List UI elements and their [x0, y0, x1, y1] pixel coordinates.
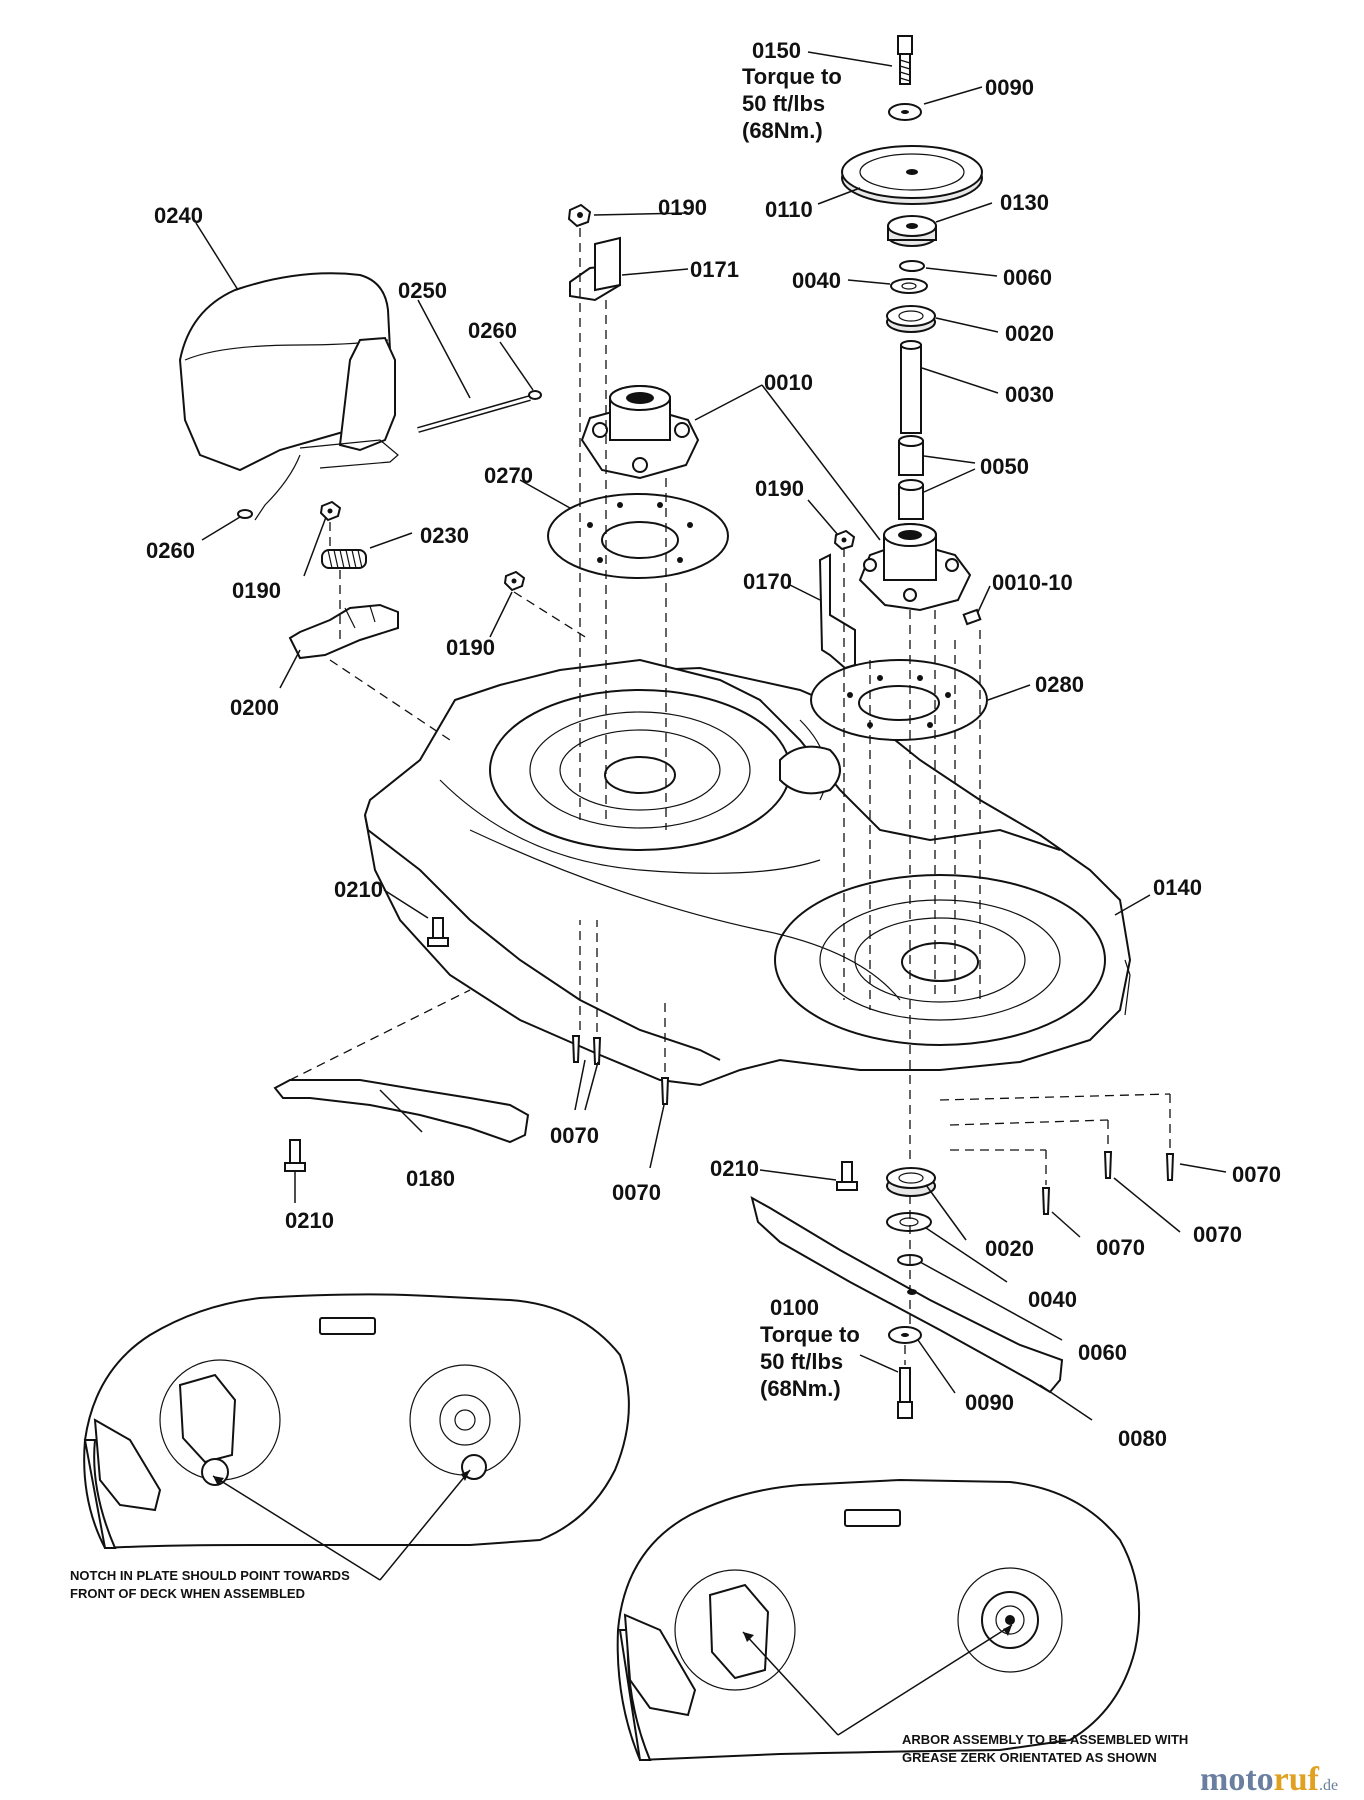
spindle-housing-0010 [580, 385, 700, 480]
label-0070-b: 0070 [612, 1180, 661, 1205]
shaft-0030 [900, 340, 922, 434]
label-0210-c: 0210 [710, 1156, 759, 1181]
label-torque-bottom-2: 50 ft/lbs [760, 1349, 843, 1374]
label-0240: 0240 [154, 203, 203, 228]
label-0270: 0270 [484, 463, 533, 488]
deck-bottom-view-left [83, 1293, 630, 1550]
watermark-logo: motoruf.de [1200, 1761, 1338, 1798]
note-arbor-line-2: GREASE ZERK ORIENTATED AS SHOWN [902, 1750, 1157, 1765]
label-torque-bottom-1: Torque to [760, 1322, 860, 1347]
label-0260-b: 0260 [146, 538, 195, 563]
bolt-0210-right [836, 1161, 858, 1191]
label-0190-d: 0190 [755, 476, 804, 501]
assembly-notes: NOTCH IN PLATE SHOULD POINT TOWARDS FRON… [70, 1568, 1188, 1765]
bearing-0020-top [886, 305, 936, 333]
label-0260-a: 0260 [468, 318, 517, 343]
label-0190-a: 0190 [658, 195, 707, 220]
deck-housing [363, 658, 1132, 1087]
spindle-housing-right [858, 523, 972, 612]
label-0210-b: 0210 [285, 1208, 334, 1233]
screws-0070-left [571, 1035, 670, 1105]
screws-0070-right [1041, 1151, 1175, 1215]
label-0150: 0150 [752, 38, 801, 63]
plate-0280 [810, 659, 988, 741]
label-0050: 0050 [980, 454, 1029, 479]
label-0080: 0080 [1118, 1426, 1167, 1451]
bearing-0020-bottom [886, 1167, 936, 1197]
label-torque-top-3: (68Nm.) [742, 118, 823, 143]
discharge-chute-0240 [178, 272, 399, 521]
label-0020-bottom: 0020 [985, 1236, 1034, 1261]
label-torque-bottom-3: (68Nm.) [760, 1376, 841, 1401]
label-0280: 0280 [1035, 672, 1084, 697]
rod-0250 [417, 395, 531, 433]
bolt-0150 [897, 35, 913, 85]
label-0230: 0230 [420, 523, 469, 548]
label-0030: 0030 [1005, 382, 1054, 407]
ring-0060-top [899, 260, 925, 272]
spacers-0050 [898, 435, 924, 520]
label-0010: 0010 [764, 370, 813, 395]
label-0040-bottom: 0040 [1028, 1287, 1077, 1312]
label-0070-d: 0070 [1193, 1222, 1242, 1247]
label-0200: 0200 [230, 695, 279, 720]
nut-0190-center [503, 570, 526, 592]
label-0190-c: 0190 [446, 635, 495, 660]
label-0060-bottom: 0060 [1078, 1340, 1127, 1365]
label-0090-bottom: 0090 [965, 1390, 1014, 1415]
label-0070-c: 0070 [1096, 1235, 1145, 1260]
label-0130: 0130 [1000, 190, 1049, 215]
label-0020-top: 0020 [1005, 321, 1054, 346]
svg-text:motoruf.de: motoruf.de [1200, 1761, 1338, 1798]
leader-lines [195, 51, 1227, 1736]
note-arbor-line-1: ARBOR ASSEMBLY TO BE ASSEMBLED WITH [902, 1732, 1188, 1747]
plate-0270 [547, 493, 729, 579]
bracket-0200 [288, 603, 399, 660]
bolt-0210-bottom-left [284, 1139, 306, 1172]
assembly-dash-lines [289, 228, 1171, 1365]
label-0040-top: 0040 [792, 268, 841, 293]
spring-0230 [321, 549, 367, 569]
pulley-0110 [841, 145, 983, 205]
label-0190-b: 0190 [232, 578, 281, 603]
label-0180: 0180 [406, 1166, 455, 1191]
washer-0040-top [890, 278, 928, 294]
clip-0260-left [237, 509, 253, 519]
note-notch-line-2: FRONT OF DECK WHEN ASSEMBLED [70, 1586, 305, 1601]
nut-0190-right [833, 529, 856, 551]
label-0171: 0171 [690, 257, 739, 282]
label-0210-a: 0210 [334, 877, 383, 902]
nut-0190-top [567, 203, 592, 228]
washer-0090-top [888, 103, 922, 121]
bolt-0100 [897, 1367, 913, 1419]
washer-0090-bottom [888, 1326, 922, 1344]
part-number-labels: 0150 Torque to 50 ft/lbs (68Nm.) 0090 01… [146, 38, 1281, 1451]
label-0010-10: 0010-10 [992, 570, 1073, 595]
nut-0190-left [319, 500, 342, 522]
bearing-0130 [887, 215, 937, 247]
deck-bottom-view-right [616, 1478, 1141, 1762]
clip-0260-right [528, 390, 542, 400]
label-0090-top: 0090 [985, 75, 1034, 100]
label-torque-top-2: 50 ft/lbs [742, 91, 825, 116]
washer-0040-bottom [886, 1212, 932, 1232]
label-0070-a: 0070 [550, 1123, 599, 1148]
grease-zerk-0010-10 [962, 608, 982, 626]
label-0100: 0100 [770, 1295, 819, 1320]
bolt-0210-left [427, 917, 449, 947]
bracket-0171 [569, 236, 621, 302]
label-0140: 0140 [1153, 875, 1202, 900]
label-0250: 0250 [398, 278, 447, 303]
label-0070-e: 0070 [1232, 1162, 1281, 1187]
bracket-0170 [818, 553, 856, 670]
label-0170: 0170 [743, 569, 792, 594]
label-torque-top-1: Torque to [742, 64, 842, 89]
label-0110: 0110 [765, 197, 813, 222]
label-0060-top: 0060 [1003, 265, 1052, 290]
note-notch-line-1: NOTCH IN PLATE SHOULD POINT TOWARDS [70, 1568, 350, 1583]
